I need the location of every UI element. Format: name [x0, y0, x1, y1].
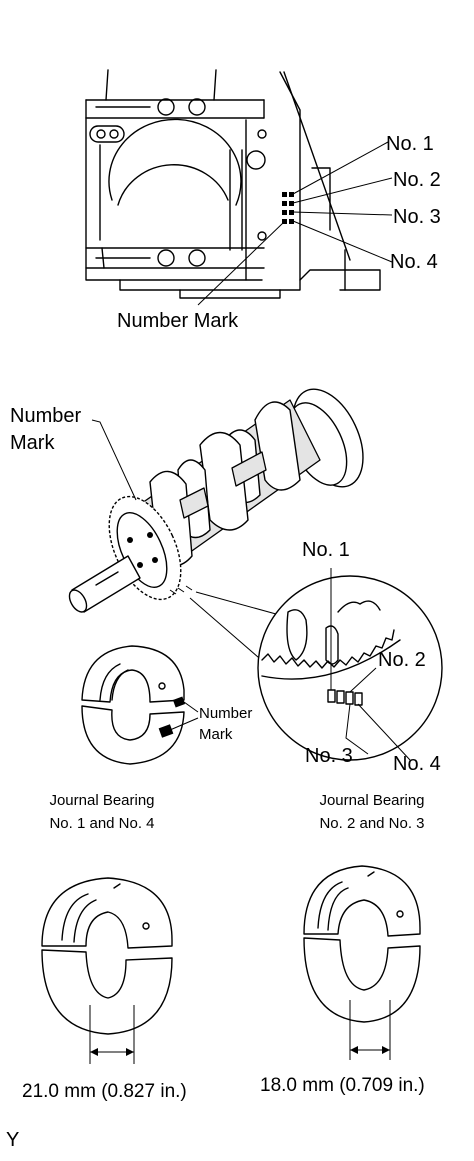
detail-no1-label: No. 1 [302, 539, 350, 561]
cylinder-block-drawing [85, 69, 381, 299]
corner-code-label: Y [6, 1129, 19, 1151]
left-bearing-caption-line2: No. 1 and No. 4 [49, 815, 154, 832]
cylinder-no1-label: No. 1 [386, 133, 434, 155]
left-bearing-width-label: 21.0 mm (0.827 in.) [22, 1081, 187, 1102]
cylinder-number-mark-label: Number Mark [117, 310, 239, 332]
cylinder-no3-label: No. 3 [393, 206, 441, 228]
detail-no2-label: No. 2 [378, 649, 426, 671]
crank-number-mark-label-line2: Mark [10, 432, 55, 454]
crankshaft-drawing [68, 388, 364, 613]
detail-no3-label: No. 3 [305, 745, 353, 767]
bearing-number-mark-label-line1: Number [199, 705, 252, 722]
right-bearing-width-label: 18.0 mm (0.709 in.) [260, 1075, 425, 1096]
cylinder-no4-label: No. 4 [390, 251, 438, 273]
detail-magnifier [189, 575, 443, 761]
right-journal-bearing [303, 865, 421, 1060]
cylinder-no2-label: No. 2 [393, 169, 441, 191]
crank-number-mark-label-line1: Number [10, 405, 81, 427]
bearing-number-mark-label-line2: Mark [199, 726, 233, 743]
cylinder-leader-lines [197, 141, 393, 306]
bearing-with-mark [81, 645, 199, 765]
detail-no4-label: No. 4 [393, 753, 441, 775]
right-bearing-caption-line1: Journal Bearing [319, 792, 424, 809]
right-bearing-caption-line2: No. 2 and No. 3 [319, 815, 424, 832]
left-bearing-caption-line1: Journal Bearing [49, 792, 154, 809]
detail-leader-lines [330, 568, 411, 761]
left-journal-bearing [41, 877, 173, 1064]
crank-number-mark-leader [91, 419, 137, 501]
